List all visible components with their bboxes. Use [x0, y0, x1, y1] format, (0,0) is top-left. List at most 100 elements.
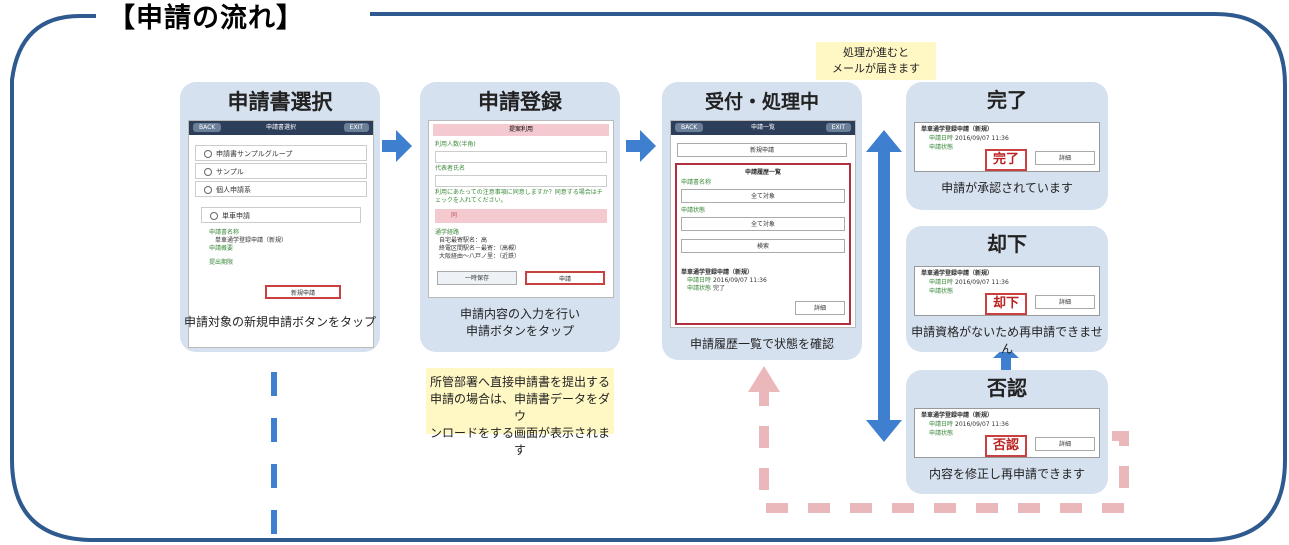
filter-label: 申請状態 — [681, 207, 706, 214]
save-draft-button[interactable]: 一時保存 — [437, 271, 517, 285]
status-stamp: 完了 — [985, 149, 1027, 171]
phone-header: BACK 申請一覧 EXIT — [671, 121, 855, 135]
card-title: 完了 — [987, 88, 1027, 112]
field-label: 申請概要 — [209, 245, 234, 252]
history-panel: 申請履歴一覧 申請書名称 全て対象 申請状態 全て対象 検索 単車通学登録申請（… — [675, 163, 851, 325]
card-caption: 内容を修正し再申請できます — [928, 467, 1085, 481]
card-title: 受付・処理中 — [704, 91, 819, 113]
field-label: 申請書名称 — [209, 229, 240, 236]
field-value: 単車通学登録申請（新規） — [215, 237, 288, 244]
branch-connector — [878, 148, 890, 428]
arrow-right-2 — [626, 130, 656, 162]
back-button[interactable]: BACK — [675, 123, 704, 132]
exit-button[interactable]: EXIT — [343, 123, 369, 132]
route-line: 大阪経由～八戸ノ里：（近鉄） — [439, 253, 521, 260]
note-line: 申請の場合は、申請書データをダウ — [429, 392, 610, 423]
date-value: 2016/09/07 11:36 — [713, 277, 767, 284]
header-title: 申請一覧 — [750, 124, 775, 131]
resubmit-loop — [759, 388, 1129, 513]
card-title: 否認 — [987, 376, 1027, 400]
card-title: 却下 — [987, 232, 1027, 256]
group-item[interactable]: サンプル — [195, 163, 367, 179]
date-value: 2016/09/07 11:36 — [955, 421, 1009, 428]
card-caption-line: 申請ボタンをタップ — [465, 324, 574, 338]
route-line: 終電区間駅名－最寄：（高槻） — [439, 245, 521, 252]
status-select[interactable]: 全て対象 — [681, 217, 845, 231]
mail-note: 処理が進むと メールが届きます — [816, 42, 936, 80]
section-header: 提案利用 — [433, 124, 609, 136]
phone-header: BACK 申請書選択 EXIT — [189, 121, 373, 135]
card-status-complete: 完了 単車通学登録申請（新規） 申請日時 2016/09/07 11:36 申請… — [906, 82, 1108, 210]
note-line: 所管部署へ直接申請書を提出する — [429, 375, 610, 389]
app-name: 単車通学登録申請（新規） — [921, 412, 994, 419]
number-input[interactable] — [435, 151, 607, 163]
group-item[interactable]: 申請書サンプルグループ — [195, 145, 367, 161]
note-line: 処理が進むと — [843, 46, 909, 59]
page-title: 【申請の流れ】 — [100, 2, 312, 36]
note-line: メールが届きます — [832, 62, 920, 75]
download-note: 所管部署へ直接申請書を提出する 申請の場合は、申請書データをダウ ンロードをする… — [426, 368, 614, 457]
form-name-select[interactable]: 全て対象 — [681, 189, 845, 203]
field-label: 通学経路 — [435, 229, 460, 236]
agree-checkbox[interactable]: 同 — [435, 209, 607, 223]
detail-button[interactable]: 詳細 — [1035, 437, 1095, 451]
resubmit-arrowhead — [748, 366, 780, 392]
state-label: 申請状態 — [929, 430, 954, 437]
app-name: 単車通学登録申請（新規） — [921, 270, 994, 277]
notice-text: 利用にあたっての注意事項に同意しますか？同意する場合はチェックを入れてください。 — [435, 189, 603, 204]
history-title: 申請履歴一覧 — [744, 169, 781, 176]
group-item[interactable]: 個人申請系 — [195, 181, 367, 197]
card-title: 申請書選択 — [227, 90, 333, 114]
phone-screen: BACK 申請書選択 EXIT 申請書サンプルグループ サンプル 個人申請系 単… — [188, 120, 374, 348]
exit-button[interactable]: EXIT — [825, 123, 851, 132]
state-label: 申請状態 — [687, 285, 712, 292]
phone-screen: 提案利用 利用人数(半角) 代表者氏名 利用にあたっての注意事項に同意しますか？… — [428, 120, 614, 298]
arrow-to-denied — [866, 420, 902, 442]
detail-button[interactable]: 詳細 — [1035, 295, 1095, 309]
route-line: 自宅最寄駅名：高 — [439, 237, 488, 244]
status-stamp: 却下 — [985, 293, 1027, 315]
note-line: ンロードをする画面が表示されます — [429, 426, 610, 457]
phone-screen: BACK 申請一覧 EXIT 新規申請 申請履歴一覧 申請書名称 全て対象 申請… — [670, 120, 856, 328]
card-form-entry: 申請登録 提案利用 利用人数(半角) 代表者氏名 利用にあたっての注意事項に同意… — [420, 82, 620, 352]
status-stamp: 否認 — [985, 435, 1027, 457]
outer-frame-border — [10, 12, 1287, 542]
back-button[interactable]: BACK — [193, 123, 222, 132]
field-label: 利用人数(半角) — [435, 141, 476, 148]
card-caption: 申請が承認されています — [941, 181, 1073, 195]
field-label: 提出期限 — [209, 259, 234, 266]
filter-label: 申請書名称 — [681, 179, 712, 186]
card-caption: 申請対象の新規申請ボタンをタップ — [183, 315, 376, 329]
card-form-select: 申請書選択 BACK 申請書選択 EXIT 申請書サンプルグループ サンプル 個… — [180, 82, 380, 352]
history-item-title: 単車通学登録申請（新規） — [681, 269, 754, 276]
submit-button[interactable]: 申請 — [525, 271, 605, 285]
state-label: 申請状態 — [929, 288, 954, 295]
date-label: 申請日時 — [929, 421, 954, 428]
date-label: 申請日時 — [929, 135, 954, 142]
field-label: 代表者氏名 — [435, 165, 466, 172]
status-mini-screen: 単車通学登録申請（新規） 申請日時 2016/09/07 11:36 申請状態 … — [914, 266, 1100, 316]
card-caption-line: 申請内容の入力を行い — [459, 307, 580, 321]
detail-button[interactable]: 詳細 — [1035, 151, 1095, 165]
search-button[interactable]: 検索 — [681, 239, 845, 253]
detail-button[interactable]: 詳細 — [795, 301, 845, 315]
card-caption: 申請履歴一覧で状態を確認 — [689, 337, 834, 351]
date-value: 2016/09/07 11:36 — [955, 279, 1009, 286]
arrow-to-reject — [993, 346, 1019, 372]
date-label: 申請日時 — [929, 279, 954, 286]
card-processing: 受付・処理中 BACK 申請一覧 EXIT 新規申請 申請履歴一覧 申請書名称 … — [662, 82, 862, 360]
name-input[interactable] — [435, 175, 607, 187]
date-value: 2016/09/07 11:36 — [955, 135, 1009, 142]
form-item[interactable]: 単車申請 — [201, 207, 361, 223]
status-mini-screen: 単車通学登録申請（新規） 申請日時 2016/09/07 11:36 申請状態 … — [914, 408, 1100, 458]
card-status-rejected: 却下 単車通学登録申請（新規） 申請日時 2016/09/07 11:36 申請… — [906, 226, 1108, 356]
new-application-button[interactable]: 新規申請 — [677, 143, 847, 157]
date-label: 申請日時 — [687, 277, 712, 284]
state-value: 完了 — [713, 285, 726, 292]
card-status-denied: 否認 単車通学登録申請（新規） 申請日時 2016/09/07 11:36 申請… — [906, 370, 1108, 494]
header-title: 申請書選択 — [265, 124, 296, 131]
flow-arrows — [382, 130, 1019, 442]
arrow-right-1 — [382, 130, 412, 162]
new-application-button[interactable]: 新規申請 — [265, 285, 341, 299]
